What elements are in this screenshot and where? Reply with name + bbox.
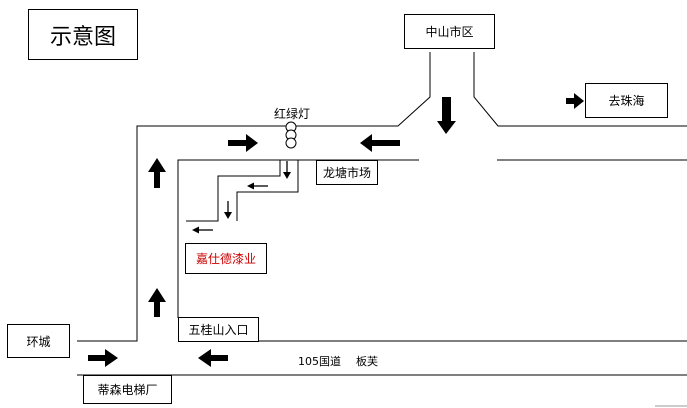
banfu-label: 板芙	[356, 355, 378, 368]
small-arrow-west-icon	[247, 182, 254, 190]
zhongshan-city-label: 中山市区	[404, 14, 495, 49]
arrow-north-upper-icon	[148, 158, 166, 188]
small-arrow-factory-icon	[192, 226, 199, 234]
small-arrow-south-icon	[283, 172, 291, 179]
wuguishan-entrance-label: 五桂山入口	[178, 317, 259, 342]
road-edge-upper-left	[77, 52, 431, 342]
map-title: 示意图	[28, 9, 138, 60]
direction-arrows	[88, 93, 584, 367]
side-road-inner	[236, 160, 299, 221]
huancheng-label: 环城	[7, 324, 70, 358]
thyssen-elevator-factory-label: 蒂森电梯厂	[83, 375, 172, 404]
traffic-light-label: 红绿灯	[274, 107, 311, 121]
arrow-east-icon	[228, 134, 258, 152]
road-edge-upper-right	[473, 52, 687, 127]
traffic-light-icon	[285, 121, 297, 149]
arrow-south-icon	[437, 97, 456, 134]
arrow-east-105-icon	[88, 349, 118, 367]
road-105-label: 105国道	[298, 355, 341, 368]
arrow-west-105-icon	[198, 349, 228, 367]
arrow-to-zhuhai-icon	[566, 93, 584, 109]
small-arrows	[192, 161, 291, 234]
arrow-west-icon	[360, 134, 400, 152]
small-arrow-down-icon	[224, 212, 232, 219]
longtang-market-label: 龙塘市场	[316, 160, 378, 185]
jiashide-paint-factory-label: 嘉仕德漆业	[185, 243, 267, 274]
arrow-north-lower-icon	[148, 288, 166, 317]
side-road-outer	[186, 160, 281, 222]
to-zhuhai-label: 去珠海	[585, 83, 668, 118]
